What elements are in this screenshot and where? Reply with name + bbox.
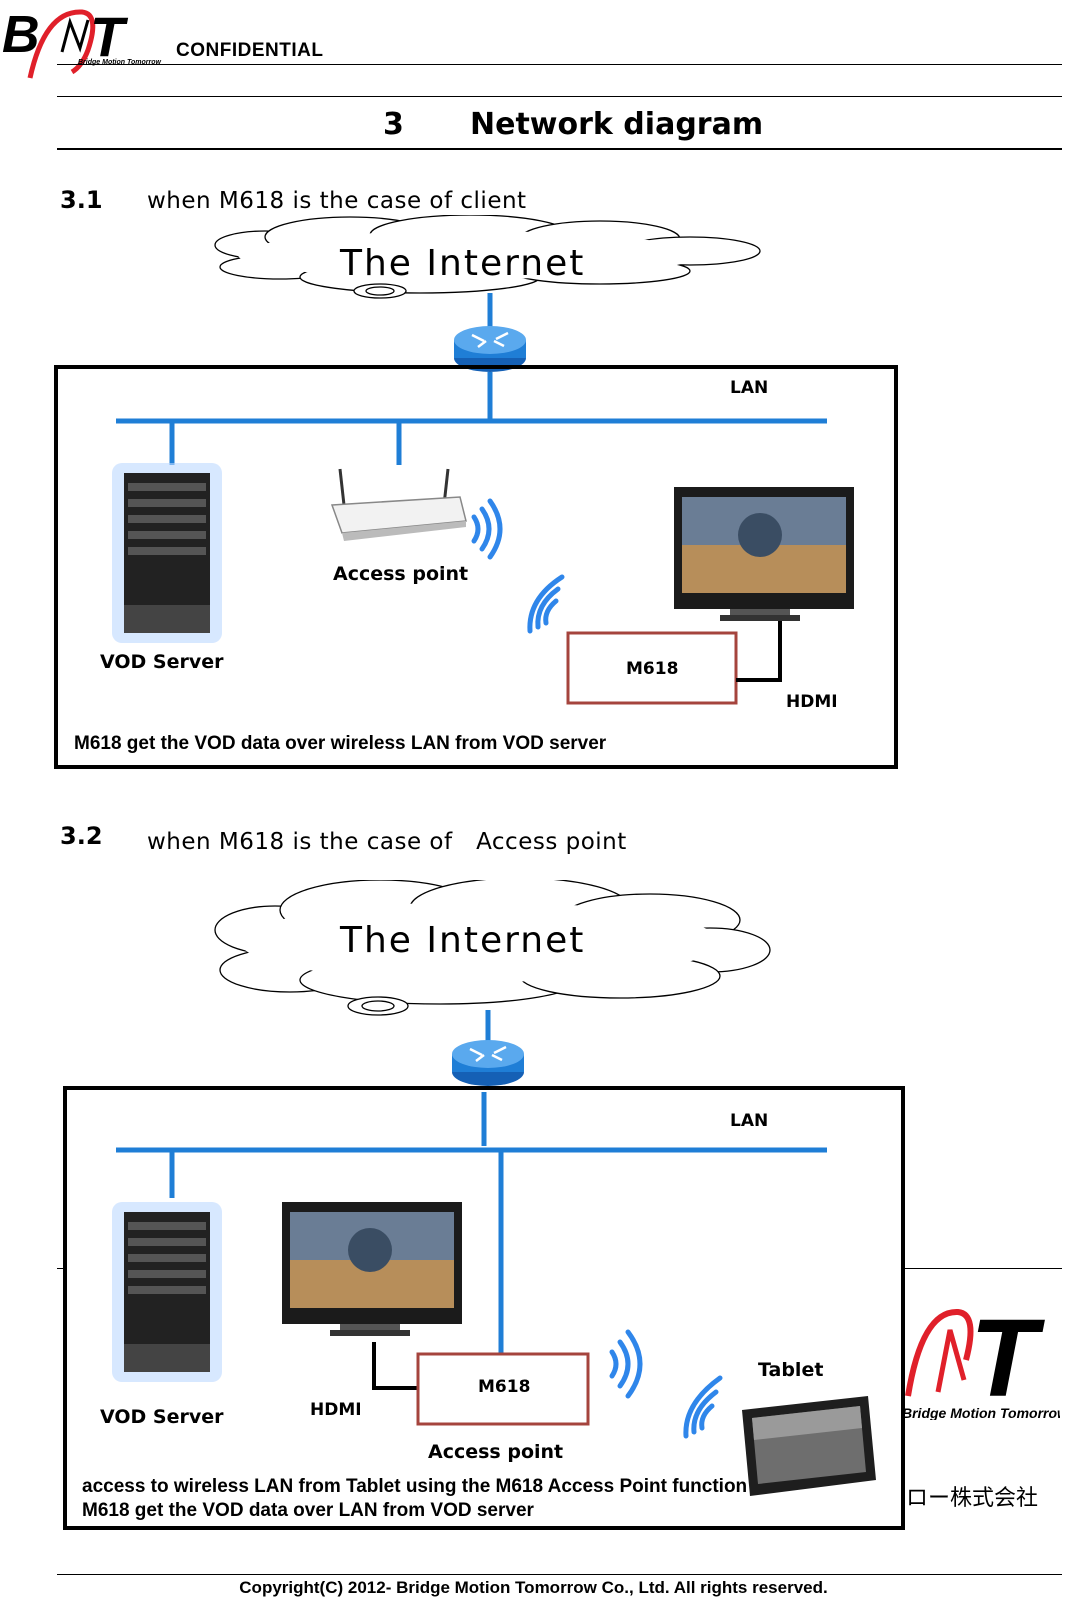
vod-server-icon bbox=[112, 1202, 222, 1382]
m618-label: M618 bbox=[478, 1377, 530, 1397]
sub1-caption: M618 get the VOD data over wireless LAN … bbox=[74, 733, 607, 754]
internet-cloud bbox=[214, 215, 761, 299]
access-point-icon bbox=[330, 468, 467, 541]
lan-boundary bbox=[54, 365, 898, 769]
hdmi-label: HDMI bbox=[310, 1400, 362, 1420]
hdmi-cable bbox=[372, 1342, 418, 1390]
cloud-label: The Internet bbox=[339, 920, 585, 961]
internet-cloud bbox=[214, 880, 771, 1016]
m618-box bbox=[566, 631, 738, 705]
section-rule-bottom bbox=[57, 148, 1062, 150]
section-title: Network diagram bbox=[470, 107, 764, 142]
bmt-logo: B T Bridge Motion Tomorrow bbox=[2, 5, 162, 79]
wifi-icon bbox=[609, 1329, 643, 1399]
header-rule bbox=[57, 64, 1062, 65]
svg-text:B: B bbox=[2, 6, 40, 64]
lan-label: LAN bbox=[730, 378, 768, 398]
section-number: 3 bbox=[383, 107, 404, 142]
wifi-icon bbox=[471, 498, 503, 560]
sub1-title: when M618 is the case of client bbox=[147, 188, 527, 214]
logo-tagline: Bridge Motion Tomorrow bbox=[78, 59, 162, 66]
tablet-label: Tablet bbox=[758, 1359, 823, 1381]
diagram-access-point: The Internet LAN VOD Server HDMI M618 bbox=[63, 880, 905, 1530]
vod-server-label: VOD Server bbox=[100, 1406, 224, 1428]
footer-rule bbox=[57, 1574, 1062, 1575]
svg-text:T: T bbox=[90, 5, 129, 68]
hdmi-label: HDMI bbox=[786, 692, 838, 712]
watermark-japanese: ロー株式会社 bbox=[906, 1486, 1039, 1511]
m618-label: M618 bbox=[626, 659, 678, 679]
wifi-icon bbox=[527, 574, 565, 634]
footer-copyright: Copyright(C) 2012- Bridge Motion Tomorro… bbox=[239, 1578, 828, 1597]
watermark-logo: T Bridge Motion Tomorrow bbox=[902, 1300, 1060, 1420]
sub1-number: 3.1 bbox=[60, 186, 103, 214]
access-point-label: Access point bbox=[333, 563, 468, 585]
diagram-client: The Internet LAN VOD Server Access point bbox=[54, 215, 898, 769]
tablet-icon bbox=[742, 1396, 876, 1496]
watermark-tagline: Bridge Motion Tomorrow bbox=[902, 1405, 1060, 1420]
router-icon bbox=[452, 1010, 524, 1086]
access-point-label: Access point bbox=[428, 1441, 563, 1463]
lan-label: LAN bbox=[730, 1111, 768, 1131]
sub2-caption-line2: M618 get the VOD data over LAN from VOD … bbox=[82, 1500, 535, 1521]
sub2-number: 3.2 bbox=[60, 822, 103, 850]
confidential-label: CONFIDENTIAL bbox=[176, 40, 324, 61]
tv-icon bbox=[282, 1202, 462, 1336]
vod-server-label: VOD Server bbox=[100, 651, 224, 673]
m618-box bbox=[416, 1352, 590, 1426]
svg-text:T: T bbox=[970, 1300, 1045, 1420]
hdmi-cable bbox=[736, 621, 782, 682]
section-rule-top bbox=[57, 96, 1062, 97]
sub2-title: when M618 is the case of Access point bbox=[147, 829, 627, 855]
vod-server-icon bbox=[112, 463, 222, 643]
router-icon bbox=[454, 293, 526, 372]
wifi-icon bbox=[683, 1375, 723, 1439]
tv-icon bbox=[674, 487, 854, 621]
sub2-caption-line1: access to wireless LAN from Tablet using… bbox=[82, 1476, 747, 1497]
cloud-label: The Internet bbox=[339, 243, 585, 284]
